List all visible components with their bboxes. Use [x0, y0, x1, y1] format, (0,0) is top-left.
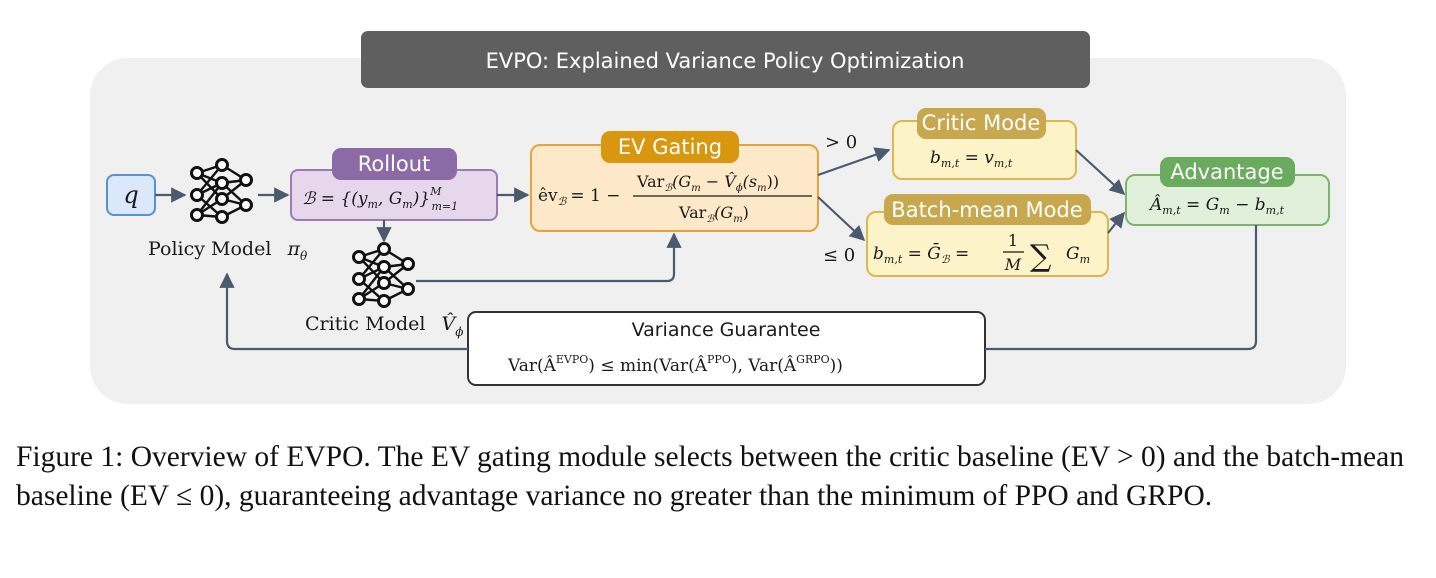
- critic-mode-formula: bm,t = vm,t: [930, 148, 1013, 170]
- query-symbol: q: [123, 181, 138, 209]
- arrow-guarantee-to-policy: [219, 272, 468, 351]
- batch-mean-mode-title-pill: [884, 194, 1091, 225]
- banner-title: EVPO: Explained Variance Policy Optimiza…: [486, 49, 965, 73]
- ev-formula-numerator: Varℬ(Gm − V̂ϕ(sm)): [636, 172, 779, 194]
- critic-mode-title: Critic Mode: [922, 111, 1041, 135]
- critic-model-text: Critic Model: [305, 313, 425, 335]
- batch-mean-mode-title: Batch-mean Mode: [891, 198, 1082, 222]
- critic-symbol-sub: ϕ: [455, 325, 463, 339]
- branch-positive-label: > 0: [825, 132, 857, 153]
- ev-formula-lhs: êvℬ= 1 −: [538, 186, 620, 208]
- ev-gating-node: EV Gating êvℬ= 1 − Varℬ(Gm − V̂ϕ(sm)) Va…: [530, 131, 819, 232]
- svg-text:Critic Model V̂ϕ: Critic Model V̂ϕ: [305, 313, 463, 339]
- policy-symbol-sub: θ: [300, 249, 308, 263]
- rollout-title: Rollout: [358, 152, 431, 176]
- rollout-title-pill: [332, 148, 457, 180]
- arrow-advantage-to-guarantee: [985, 225, 1258, 351]
- batch-mean-frac-num: 1: [1008, 231, 1018, 250]
- critic-symbol: V̂: [442, 313, 458, 335]
- critic-mode-node: Critic Mode bm,t = vm,t: [892, 108, 1077, 180]
- variance-guarantee-node: Variance Guarantee Var(ÂEVPO) ≤ min(Var(…: [467, 311, 986, 386]
- advantage-node: Advantage Âm,t = Gm − bm,t: [1125, 157, 1330, 226]
- branch-nonpositive-label: ≤ 0: [823, 245, 855, 266]
- batch-mean-formula-left: bm,t = Ḡℬ =: [873, 242, 969, 266]
- ev-gating-title-pill: [601, 131, 739, 163]
- ev-gating-title: EV Gating: [618, 135, 722, 159]
- variance-guarantee-title: Variance Guarantee: [632, 319, 821, 341]
- variance-guarantee-formula: Var(ÂEVPO) ≤ min(Var(ÂPPO), Var(ÂGRPO)): [507, 353, 843, 376]
- ev-formula-denominator: Varℬ(Gm): [678, 203, 749, 225]
- arrow-critic-mode-to-advantage: [1075, 149, 1126, 196]
- batch-mean-sum: ∑: [1030, 239, 1052, 274]
- query-node: q: [106, 174, 156, 216]
- critic-model-label: Critic Model V̂ϕ: [305, 313, 463, 339]
- arrow-critic-to-ev: [416, 232, 682, 283]
- advantage-title-pill: [1160, 157, 1295, 187]
- svg-text:Policy Model πθ: Policy Model πθ: [148, 238, 308, 263]
- title-banner: EVPO: Explained Variance Policy Optimiza…: [361, 31, 1090, 88]
- arrow-ev-to-batch-mode: [817, 196, 866, 242]
- policy-network-icon: [190, 158, 253, 224]
- batch-mean-formula-tail: Gm: [1066, 244, 1090, 266]
- advantage-title: Advantage: [1170, 160, 1283, 184]
- policy-symbol: π: [286, 238, 300, 260]
- advantage-formula: Âm,t = Gm − bm,t: [1148, 194, 1285, 217]
- policy-model-text: Policy Model: [148, 238, 271, 260]
- arrow-ev-to-critic-mode: [817, 147, 891, 177]
- critic-mode-title-pill: [917, 108, 1046, 139]
- policy-model-label: Policy Model πθ: [148, 238, 308, 263]
- figure-caption: Figure 1: Overview of EVPO. The EV gatin…: [16, 441, 1404, 512]
- arrows: [155, 147, 1258, 351]
- batch-mean-frac-den: M: [1004, 255, 1022, 274]
- batch-mean-mode-node: Batch-mean Mode bm,t = Ḡℬ = 1 M ∑ Gm: [866, 194, 1109, 277]
- arrow-batch-mode-to-advantage: [1107, 211, 1125, 234]
- evpo-diagram: EVPO: Explained Variance Policy Optimiza…: [90, 31, 1346, 404]
- critic-network-icon: [352, 242, 415, 308]
